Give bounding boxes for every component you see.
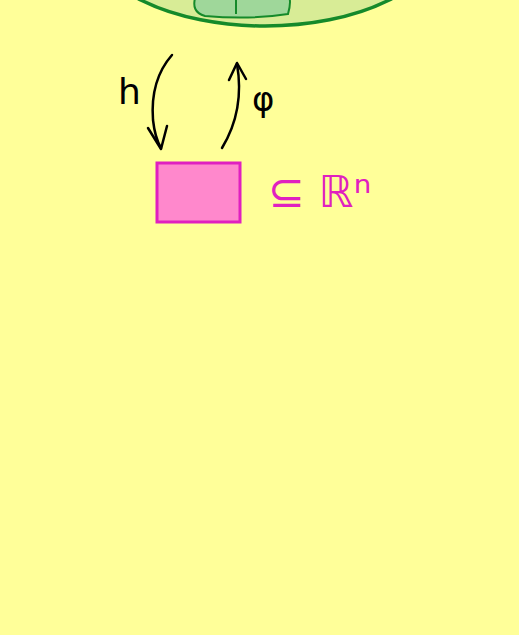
- chart-domain: [194, 0, 290, 18]
- space-label: ⊆ ℝⁿ: [268, 170, 371, 214]
- chart-arrow-h: [153, 55, 172, 148]
- arrowhead: [148, 126, 167, 149]
- domain-line: [235, 0, 237, 14]
- arrowhead: [229, 63, 246, 80]
- map-label: h: [118, 74, 141, 110]
- map-label: φ: [252, 82, 274, 116]
- manifold-region: [90, 0, 440, 26]
- parameter-domain: [157, 163, 240, 222]
